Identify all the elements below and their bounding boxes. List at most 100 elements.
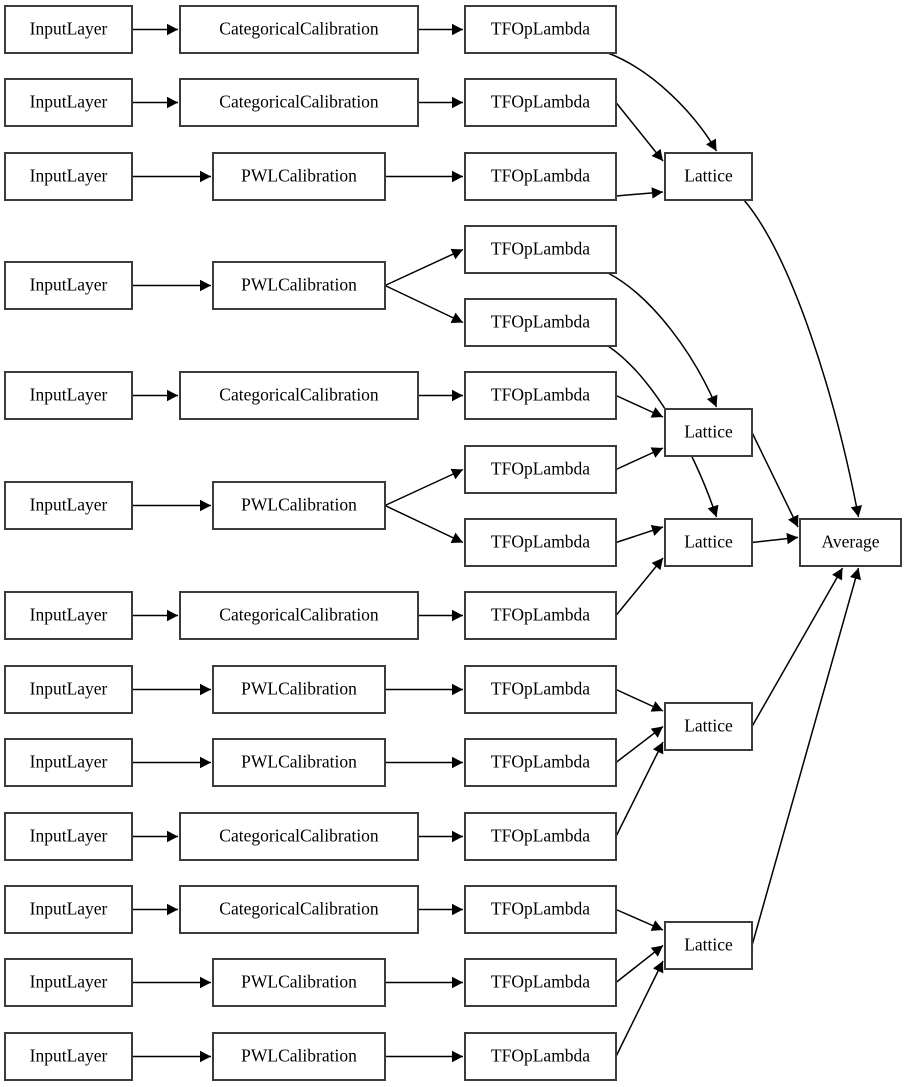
arrow-head bbox=[200, 756, 211, 769]
node-cal13-pwlcalibration[interactable]: PWLCalibration bbox=[212, 1032, 386, 1081]
edge-lat2-to-avg bbox=[751, 432, 799, 528]
node-box[interactable] bbox=[464, 738, 617, 787]
node-cal5-categorical-calibration[interactable]: CategoricalCalibration bbox=[179, 371, 419, 420]
node-box[interactable] bbox=[464, 591, 617, 640]
node-box[interactable] bbox=[664, 408, 753, 457]
node-cal7-categorical-calibration[interactable]: CategoricalCalibration bbox=[179, 591, 419, 640]
node-in9-input-layer[interactable]: InputLayer bbox=[4, 738, 133, 787]
node-box[interactable] bbox=[212, 1032, 386, 1081]
node-box[interactable] bbox=[464, 152, 617, 201]
arrow-head bbox=[452, 756, 463, 769]
node-cal2-categorical-calibration[interactable]: CategoricalCalibration bbox=[179, 78, 419, 127]
node-box[interactable] bbox=[212, 958, 386, 1007]
node-box[interactable] bbox=[212, 481, 386, 530]
node-op5-tfop-lambda[interactable]: TFOpLambda bbox=[464, 298, 617, 347]
node-box[interactable] bbox=[4, 481, 133, 530]
node-box[interactable] bbox=[179, 591, 419, 640]
node-box[interactable] bbox=[664, 152, 753, 201]
node-in11-input-layer[interactable]: InputLayer bbox=[4, 885, 133, 934]
node-box[interactable] bbox=[4, 5, 133, 54]
node-box[interactable] bbox=[464, 665, 617, 714]
node-in13-input-layer[interactable]: InputLayer bbox=[4, 1032, 133, 1081]
node-box[interactable] bbox=[179, 885, 419, 934]
node-label: InputLayer bbox=[30, 385, 108, 405]
node-box[interactable] bbox=[4, 152, 133, 201]
node-box[interactable] bbox=[212, 152, 386, 201]
node-cal3-pwlcalibration[interactable]: PWLCalibration bbox=[212, 152, 386, 201]
node-box[interactable] bbox=[179, 78, 419, 127]
node-box[interactable] bbox=[464, 298, 617, 347]
node-lat2-lattice[interactable]: Lattice bbox=[664, 408, 753, 457]
node-cal11-categorical-calibration[interactable]: CategoricalCalibration bbox=[179, 885, 419, 934]
node-box[interactable] bbox=[464, 958, 617, 1007]
node-op3-tfop-lambda[interactable]: TFOpLambda bbox=[464, 152, 617, 201]
node-op6-tfop-lambda[interactable]: TFOpLambda bbox=[464, 371, 617, 420]
node-box[interactable] bbox=[4, 591, 133, 640]
node-in4-input-layer[interactable]: InputLayer bbox=[4, 261, 133, 310]
node-op12-tfop-lambda[interactable]: TFOpLambda bbox=[464, 812, 617, 861]
node-box[interactable] bbox=[4, 738, 133, 787]
node-box[interactable] bbox=[664, 921, 753, 970]
node-box[interactable] bbox=[464, 5, 617, 54]
node-box[interactable] bbox=[464, 445, 617, 494]
node-box[interactable] bbox=[464, 518, 617, 567]
node-box[interactable] bbox=[464, 225, 617, 274]
node-lat1-lattice[interactable]: Lattice bbox=[664, 152, 753, 201]
node-cal4-pwlcalibration[interactable]: PWLCalibration bbox=[212, 261, 386, 310]
node-in6-input-layer[interactable]: InputLayer bbox=[4, 481, 133, 530]
node-op10-tfop-lambda[interactable]: TFOpLambda bbox=[464, 665, 617, 714]
node-box[interactable] bbox=[664, 518, 753, 567]
node-box[interactable] bbox=[464, 1032, 617, 1081]
node-lat4-lattice[interactable]: Lattice bbox=[664, 702, 753, 751]
node-label: InputLayer bbox=[30, 92, 108, 112]
node-label: PWLCalibration bbox=[241, 972, 357, 992]
node-op14-tfop-lambda[interactable]: TFOpLambda bbox=[464, 958, 617, 1007]
node-box[interactable] bbox=[799, 518, 902, 567]
node-box[interactable] bbox=[179, 5, 419, 54]
node-box[interactable] bbox=[464, 78, 617, 127]
node-box[interactable] bbox=[179, 371, 419, 420]
node-box[interactable] bbox=[664, 702, 753, 751]
node-op9-tfop-lambda[interactable]: TFOpLambda bbox=[464, 591, 617, 640]
node-op1-tfop-lambda[interactable]: TFOpLambda bbox=[464, 5, 617, 54]
node-lat3-lattice[interactable]: Lattice bbox=[664, 518, 753, 567]
node-op2-tfop-lambda[interactable]: TFOpLambda bbox=[464, 78, 617, 127]
node-box[interactable] bbox=[4, 78, 133, 127]
node-in1-input-layer[interactable]: InputLayer bbox=[4, 5, 133, 54]
node-box[interactable] bbox=[4, 958, 133, 1007]
node-cal6-pwlcalibration[interactable]: PWLCalibration bbox=[212, 481, 386, 530]
node-cal1-categorical-calibration[interactable]: CategoricalCalibration bbox=[179, 5, 419, 54]
node-box[interactable] bbox=[464, 885, 617, 934]
node-cal12-pwlcalibration[interactable]: PWLCalibration bbox=[212, 958, 386, 1007]
node-cal9-pwlcalibration[interactable]: PWLCalibration bbox=[212, 738, 386, 787]
node-avg-average[interactable]: Average bbox=[799, 518, 902, 567]
node-op15-tfop-lambda[interactable]: TFOpLambda bbox=[464, 1032, 617, 1081]
node-box[interactable] bbox=[4, 885, 133, 934]
node-box[interactable] bbox=[212, 665, 386, 714]
node-box[interactable] bbox=[4, 665, 133, 714]
node-op11-tfop-lambda[interactable]: TFOpLambda bbox=[464, 738, 617, 787]
node-box[interactable] bbox=[464, 371, 617, 420]
node-lat5-lattice[interactable]: Lattice bbox=[664, 921, 753, 970]
node-op7-tfop-lambda[interactable]: TFOpLambda bbox=[464, 445, 617, 494]
node-box[interactable] bbox=[464, 812, 617, 861]
node-box[interactable] bbox=[4, 1032, 133, 1081]
node-box[interactable] bbox=[4, 261, 133, 310]
node-in2-input-layer[interactable]: InputLayer bbox=[4, 78, 133, 127]
node-box[interactable] bbox=[4, 812, 133, 861]
node-cal10-categorical-calibration[interactable]: CategoricalCalibration bbox=[179, 812, 419, 861]
node-op8-tfop-lambda[interactable]: TFOpLambda bbox=[464, 518, 617, 567]
node-in7-input-layer[interactable]: InputLayer bbox=[4, 591, 133, 640]
node-box[interactable] bbox=[179, 812, 419, 861]
node-box[interactable] bbox=[212, 738, 386, 787]
node-box[interactable] bbox=[4, 371, 133, 420]
node-cal8-pwlcalibration[interactable]: PWLCalibration bbox=[212, 665, 386, 714]
node-in8-input-layer[interactable]: InputLayer bbox=[4, 665, 133, 714]
node-op13-tfop-lambda[interactable]: TFOpLambda bbox=[464, 885, 617, 934]
node-in3-input-layer[interactable]: InputLayer bbox=[4, 152, 133, 201]
node-in12-input-layer[interactable]: InputLayer bbox=[4, 958, 133, 1007]
node-op4-tfop-lambda[interactable]: TFOpLambda bbox=[464, 225, 617, 274]
node-in5-input-layer[interactable]: InputLayer bbox=[4, 371, 133, 420]
node-in10-input-layer[interactable]: InputLayer bbox=[4, 812, 133, 861]
node-box[interactable] bbox=[212, 261, 386, 310]
